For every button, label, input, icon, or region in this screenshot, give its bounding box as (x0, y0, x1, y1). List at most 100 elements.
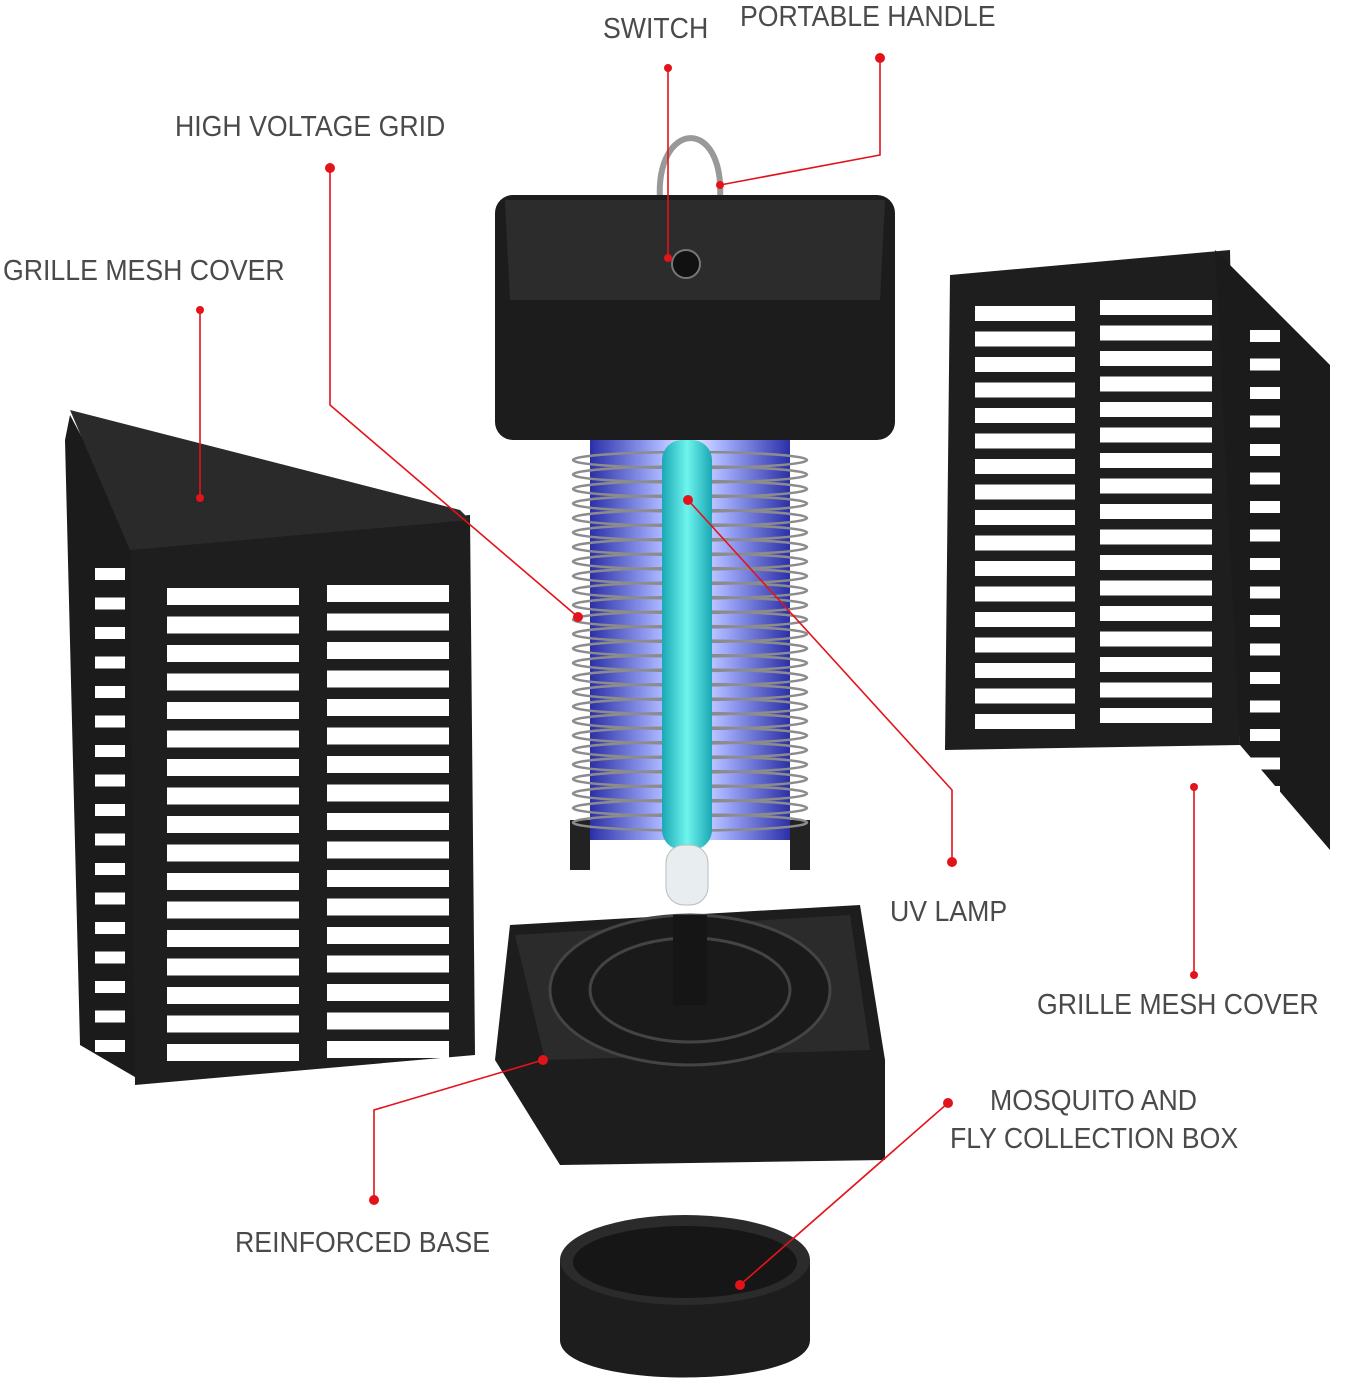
grille-slot (95, 922, 125, 934)
label-portable-handle: PORTABLE HANDLE (740, 1, 996, 33)
grille-slot (167, 1015, 299, 1033)
grille-slot (1250, 615, 1280, 627)
grille-slot (1100, 351, 1212, 366)
switch-button (671, 249, 701, 279)
callout-lines (199, 58, 1195, 1286)
grille-slot (1100, 300, 1212, 315)
grille-slot (327, 841, 449, 859)
grille-slot (95, 981, 125, 993)
grille-slot (327, 784, 449, 802)
reinforced-base (495, 905, 885, 1165)
grille-slot (1250, 529, 1280, 542)
grille-slot (975, 561, 1075, 576)
label-high-voltage-grid: HIGH VOLTAGE GRID (175, 111, 446, 143)
grille-slot (975, 663, 1075, 678)
grille-slot (95, 804, 125, 816)
label-grille-mesh-cover-left: GRILLE MESH COVER (3, 255, 285, 287)
grille-slot (1250, 586, 1280, 599)
grille-slot (167, 901, 299, 919)
grille-slot (1100, 453, 1212, 468)
label-grille-mesh-cover-right: GRILLE MESH COVER (1037, 989, 1319, 1021)
grille-slot (1100, 580, 1212, 596)
grille-slot (167, 645, 299, 662)
grille-slot (327, 1041, 449, 1058)
grille-slot (167, 616, 299, 634)
grille-slot (167, 844, 299, 862)
grille-slot (1250, 672, 1280, 684)
grille-slot (975, 331, 1075, 347)
grille-slot (167, 958, 299, 976)
grille-slot (1100, 657, 1212, 672)
top-cap (495, 135, 895, 440)
grille-slot (1250, 501, 1280, 513)
label-collection-box-line1: MOSQUITO AND (990, 1085, 1198, 1117)
grille-slot (975, 612, 1075, 627)
grille-slot (1100, 376, 1212, 392)
grille-slot (1250, 558, 1280, 570)
grille-slot (327, 670, 449, 688)
grille-slot (327, 1012, 449, 1030)
grille-slot (167, 730, 299, 748)
grille-slot (975, 586, 1075, 602)
grille-slot (975, 688, 1075, 704)
grille-slot (95, 627, 125, 639)
grille-slot (327, 984, 449, 1001)
collection-box (560, 1215, 810, 1378)
grille-slot (975, 357, 1075, 372)
grille-slot (1100, 682, 1212, 698)
grille-slot (167, 1044, 299, 1061)
grille-slot (167, 588, 299, 605)
grille-slot (1250, 444, 1280, 456)
grille-slot (95, 715, 125, 728)
grille-slot (1250, 330, 1280, 342)
grille-slot (95, 863, 125, 875)
label-switch: SWITCH (603, 13, 709, 45)
grille-slot (1100, 555, 1212, 570)
grille-slot (1100, 478, 1212, 494)
grille-slot (975, 433, 1075, 449)
grille-slot (95, 568, 125, 580)
grille-slot (95, 833, 125, 846)
grille-slot (975, 484, 1075, 500)
label-collection-box-line2: FLY COLLECTION BOX (950, 1123, 1239, 1155)
grille-slot (167, 702, 299, 719)
grille-slot (327, 585, 449, 602)
grille-slot (1100, 504, 1212, 519)
grille-slot (327, 813, 449, 830)
uv-lamp-tube (662, 440, 712, 850)
grille-slot (975, 382, 1075, 398)
label-uv-lamp: UV LAMP (890, 896, 1008, 928)
grille-slot (1100, 708, 1212, 723)
left-grille-mesh-cover (65, 410, 475, 1085)
grille-slot (975, 714, 1075, 729)
grille-slot (1100, 325, 1212, 341)
grille-slot (1250, 472, 1280, 485)
grille-slot (167, 873, 299, 890)
portable-handle (656, 135, 724, 201)
grille-slot (167, 816, 299, 833)
grille-slot (95, 1040, 125, 1052)
grille-slot (1100, 427, 1212, 443)
grille-slot (1100, 402, 1212, 417)
grille-slot (327, 870, 449, 887)
grille-slot (1250, 700, 1280, 713)
grille-slot (975, 637, 1075, 653)
grille-slot (167, 987, 299, 1004)
grille-slot (975, 408, 1075, 423)
grille-slot (95, 951, 125, 964)
grille-slot (95, 1010, 125, 1023)
grille-slot (975, 459, 1075, 474)
grille-slot (1250, 387, 1280, 399)
grille-slot (1100, 529, 1212, 545)
grille-slot (1250, 729, 1280, 741)
grille-slot (167, 787, 299, 805)
grille-slot (327, 898, 449, 916)
grille-slot (327, 699, 449, 716)
callout-dots (196, 53, 1198, 1290)
grille-slot (95, 686, 125, 698)
grille-slot (1250, 786, 1280, 798)
grille-slot (327, 642, 449, 659)
grille-slot (95, 745, 125, 757)
